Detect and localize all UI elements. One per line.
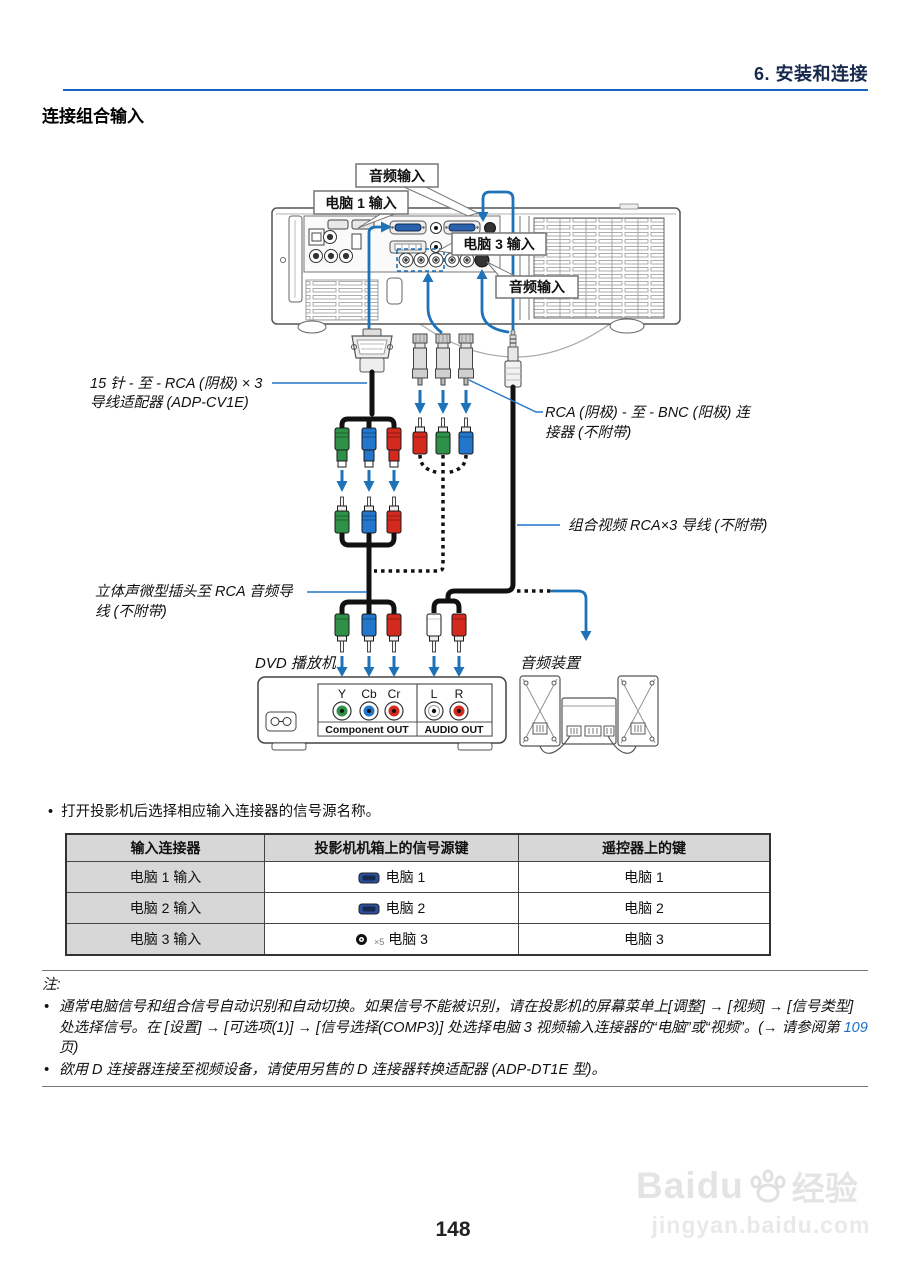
svg-text:电脑 3 输入: 电脑 3 输入: [463, 236, 535, 252]
svg-text:Y: Y: [338, 687, 346, 701]
svg-text:音频输入: 音频输入: [509, 279, 565, 295]
table-header-row: 输入连接器 投影机机箱上的信号源键 遥控器上的键: [65, 833, 771, 862]
source-selection-table: 输入连接器 投影机机箱上的信号源键 遥控器上的键 电脑 1 输入 电脑 1 电脑…: [65, 833, 771, 956]
svg-text:导线适配器 (ADP-CV1E): 导线适配器 (ADP-CV1E): [90, 394, 249, 411]
chapter-rule: [63, 89, 868, 91]
vga-key-icon: [358, 903, 380, 915]
lan-port: [308, 228, 325, 246]
component-out-label: Component OUT: [325, 724, 409, 736]
table-row: 电脑 2 输入 电脑 2 电脑 2: [65, 892, 771, 924]
bnc-label: RCA (阴极) - 至 - BNC (阳极) 连: [545, 404, 752, 421]
dvd-player: Y Cb Cr L R Component OUT AUDIO OUT: [257, 676, 507, 751]
vga-adapter: [351, 328, 393, 417]
intro-bullet: •打开投影机后选择相应输入连接器的信号源名称。: [48, 804, 381, 820]
audio-equipment-label: 音频装置: [520, 655, 582, 672]
bnc-key-icon: [356, 934, 368, 945]
usb-port: [351, 233, 362, 250]
exhaust-vents: [533, 217, 665, 319]
projector-rear-view: [271, 203, 681, 358]
dvd-player-label: DVD 播放机: [255, 655, 337, 672]
audio-equipment: [519, 675, 659, 754]
notes-bottom-rule: [42, 1086, 868, 1088]
vga-key-icon: [358, 872, 380, 884]
bullet-marker: •: [48, 804, 54, 820]
watermark-url: jingyan.baidu.com: [651, 1212, 871, 1238]
computer2-vga-connector: [443, 220, 481, 235]
svg-text:Cb: Cb: [361, 687, 377, 701]
callout-computer1-input: 电脑 1 输入: [313, 190, 409, 215]
note-item: 欲用 D 连接器连接至视频设备，请使用另售的 D 连接器转换适配器 (ADP-D…: [42, 1060, 868, 1081]
video-rca-jacks: [309, 230, 353, 263]
watermark: Baidu 经验 jingyan.baidu.com: [636, 1162, 886, 1239]
audio-cable-label: 立体声微型插头至 RCA 音频导: [95, 583, 294, 600]
stereo-mini-plug-cable: [426, 329, 552, 677]
audio-out-jacks: [424, 701, 469, 721]
watermark-suffix: 经验: [791, 1170, 858, 1207]
notes-top-rule: [42, 970, 868, 971]
svg-text:L: L: [431, 687, 438, 701]
diagram-labels: 15 针 - 至 - RCA (阴极) × 3 导线适配器 (ADP-CV1E)…: [90, 375, 767, 672]
col-header-connector: 输入连接器: [65, 833, 265, 862]
section-title: 连接组合输入: [42, 107, 144, 126]
paw-icon: [750, 1169, 786, 1203]
notes-section: 注: 通常电脑信号和组合信号自动识别和自动切换。如果信号不能被识别，请在投影机的…: [42, 970, 868, 1088]
chapter-header: 6. 安装和连接: [753, 64, 868, 84]
audio-mini-jack-2: [484, 222, 496, 234]
svg-text:接器 (不附带): 接器 (不附带): [545, 424, 631, 441]
audio-out-label: AUDIO OUT: [425, 724, 485, 736]
notes-title: 注:: [42, 977, 61, 993]
svg-text:电脑 1 输入: 电脑 1 输入: [325, 195, 397, 211]
svg-text:Cr: Cr: [388, 687, 401, 701]
callout-audio-input-bottom: 音频输入: [486, 261, 579, 299]
computer1-vga-connector: [389, 220, 427, 235]
note-item: 通常电脑信号和组合信号自动识别和自动切换。如果信号不能被识别，请在投影机的屏幕菜…: [42, 997, 868, 1058]
component-out-jacks: [332, 701, 404, 721]
col-header-remote-key: 遥控器上的键: [518, 833, 771, 862]
connection-diagram: 音频输入 电脑 1 输入 电脑 3 输入 音频输入: [90, 163, 767, 754]
table-row: 电脑 1 输入 电脑 1 电脑 1: [65, 861, 771, 893]
svg-text:线 (不附带): 线 (不附带): [95, 603, 167, 620]
power-inlet-icon: [265, 711, 297, 732]
page-reference-link[interactable]: 109: [843, 1019, 868, 1036]
bnc-adapters: [374, 333, 474, 573]
svg-text:R: R: [455, 687, 464, 701]
callout-audio-input-top: 音频输入: [355, 163, 439, 188]
page-number: 148: [435, 1218, 471, 1241]
bnc-multiplier-label: ×5: [374, 937, 385, 947]
monitor-out-connector: [389, 240, 427, 254]
cable-routes: [367, 190, 592, 641]
col-header-source-key: 投影机机箱上的信号源键: [264, 833, 519, 862]
watermark-brand: Baidu: [636, 1165, 744, 1206]
computer3-highlight-box: [396, 248, 445, 272]
hdmi-port: [327, 219, 349, 230]
computer3-bnc-connectors: [398, 252, 475, 268]
svg-text:音频输入: 音频输入: [369, 168, 425, 184]
adapter-label: 15 针 - 至 - RCA (阴极) × 3: [90, 375, 262, 392]
component-cable-label: 组合视频 RCA×3 导线 (不附带): [568, 517, 767, 534]
callout-computer3-input: 电脑 3 输入: [436, 232, 547, 256]
component-cable-chain: [334, 416, 402, 677]
